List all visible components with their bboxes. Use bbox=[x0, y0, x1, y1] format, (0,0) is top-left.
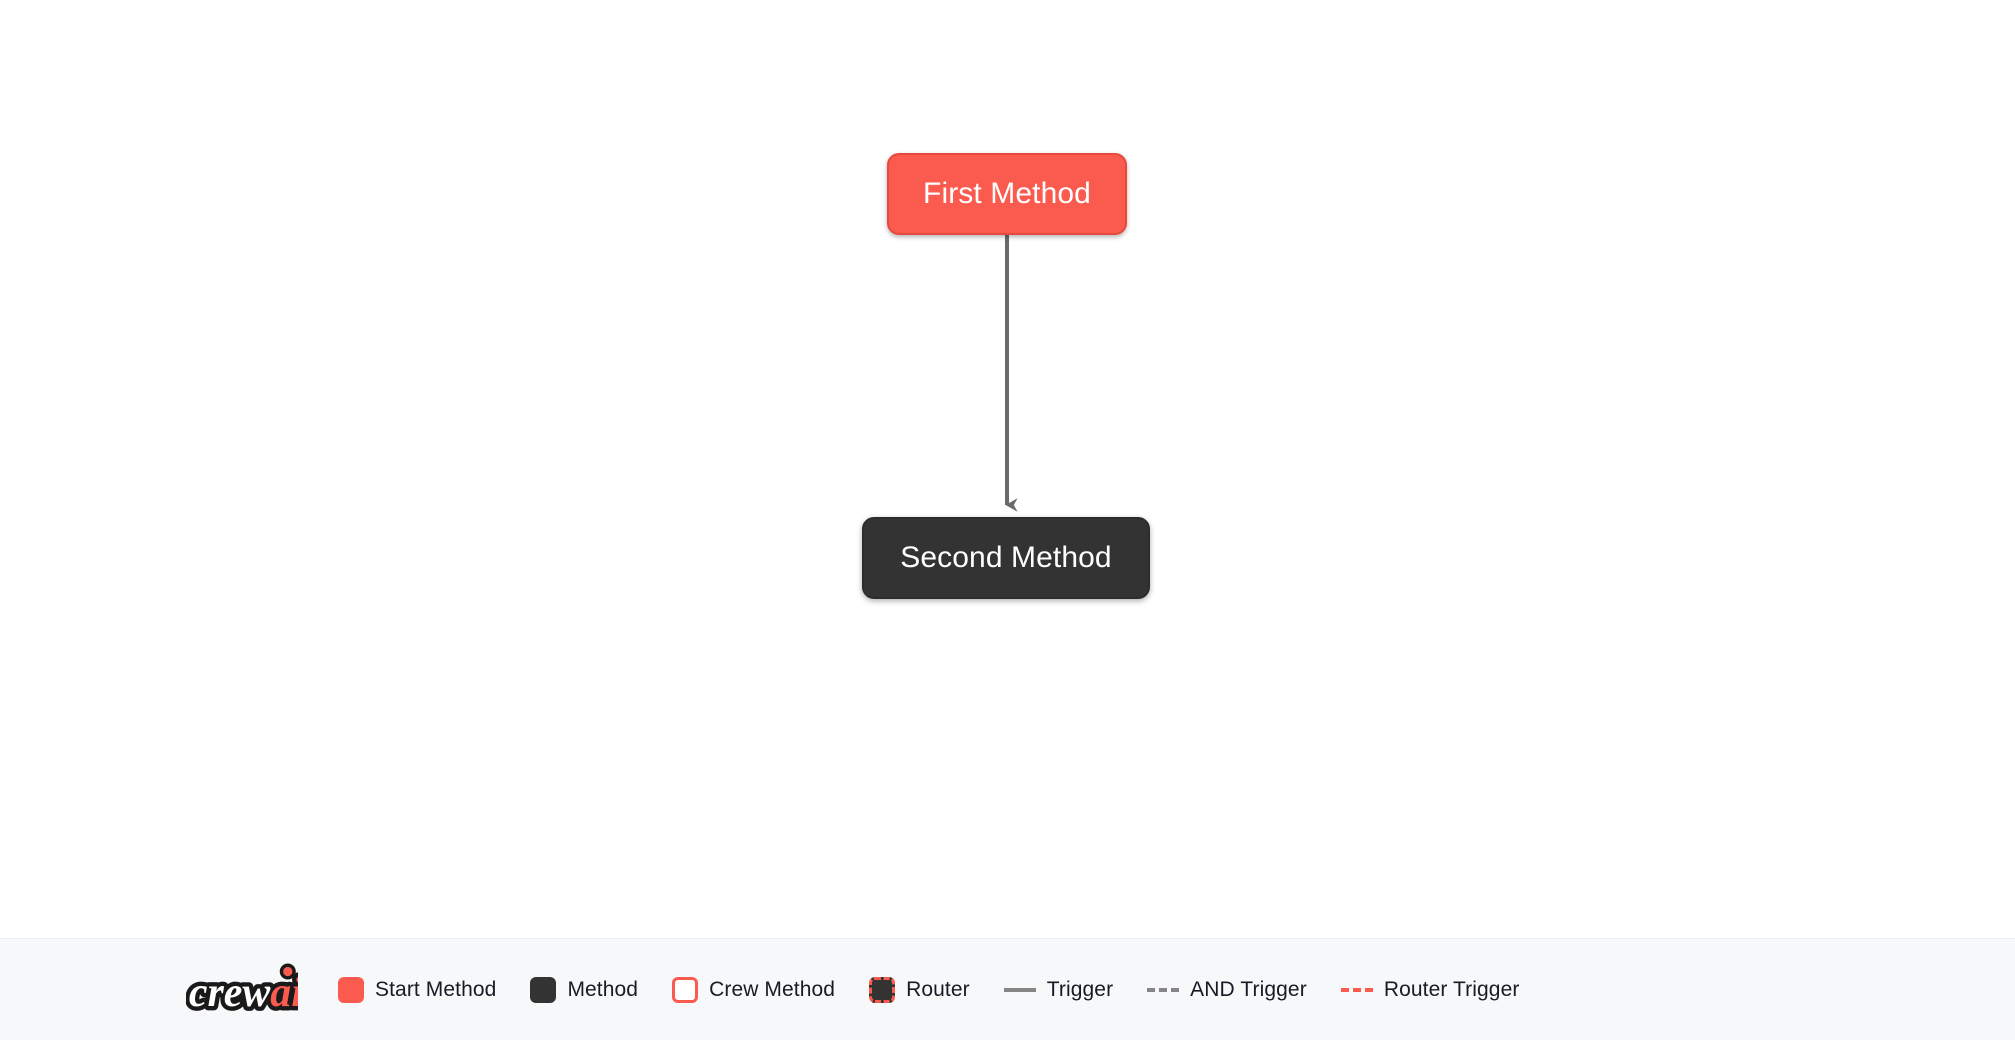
legend-label: Router bbox=[906, 977, 970, 1001]
crewai-logo: crewai crew crewai bbox=[186, 962, 298, 1020]
legend-item-crew-method: Crew Method bbox=[672, 976, 836, 1003]
legend-item-start-method: Start Method bbox=[338, 976, 497, 1003]
legend-item-router-trigger: Router Trigger bbox=[1340, 977, 1520, 1002]
crew-method-swatch bbox=[672, 976, 699, 1003]
legend-item-router: Router bbox=[869, 976, 970, 1003]
flow-node-second-method[interactable]: Second Method bbox=[862, 517, 1150, 599]
legend-label: Method bbox=[567, 977, 639, 1001]
legend-label: AND Trigger bbox=[1190, 977, 1307, 1001]
flow-node-first-method[interactable]: First Method bbox=[887, 153, 1127, 235]
and-trigger-line bbox=[1147, 987, 1180, 992]
crewai-logo-outline: crewai bbox=[189, 970, 298, 1016]
flow-node-label: First Method bbox=[923, 177, 1091, 210]
start-method-swatch bbox=[338, 976, 364, 1003]
legend-item-trigger: Trigger bbox=[1003, 977, 1114, 1002]
legend-label: Start Method bbox=[375, 977, 497, 1001]
legend-item-method: Method bbox=[530, 976, 639, 1003]
legend-label: Router Trigger bbox=[1383, 977, 1520, 1001]
trigger-line bbox=[1003, 987, 1036, 992]
legend-label: Crew Method bbox=[709, 977, 836, 1001]
crewai-logo-dot bbox=[279, 962, 296, 980]
flow-canvas[interactable]: First Method Second Method bbox=[0, 0, 2015, 938]
legend-item-and-trigger: AND Trigger bbox=[1147, 978, 1307, 1002]
router-trigger-line bbox=[1340, 987, 1373, 992]
method-swatch bbox=[530, 976, 557, 1003]
router-swatch bbox=[869, 976, 896, 1003]
crewai-logo-crew: crew bbox=[189, 970, 271, 1016]
legend-bar: crewai crew crewai Start Method Method C… bbox=[0, 938, 2015, 1040]
edge-layer bbox=[1005, 235, 1018, 512]
legend-items: Start Method Method Crew Method Router T… bbox=[338, 976, 1553, 1003]
legend-label: Trigger bbox=[1046, 977, 1114, 1001]
flow-node-label: Second Method bbox=[900, 541, 1112, 574]
